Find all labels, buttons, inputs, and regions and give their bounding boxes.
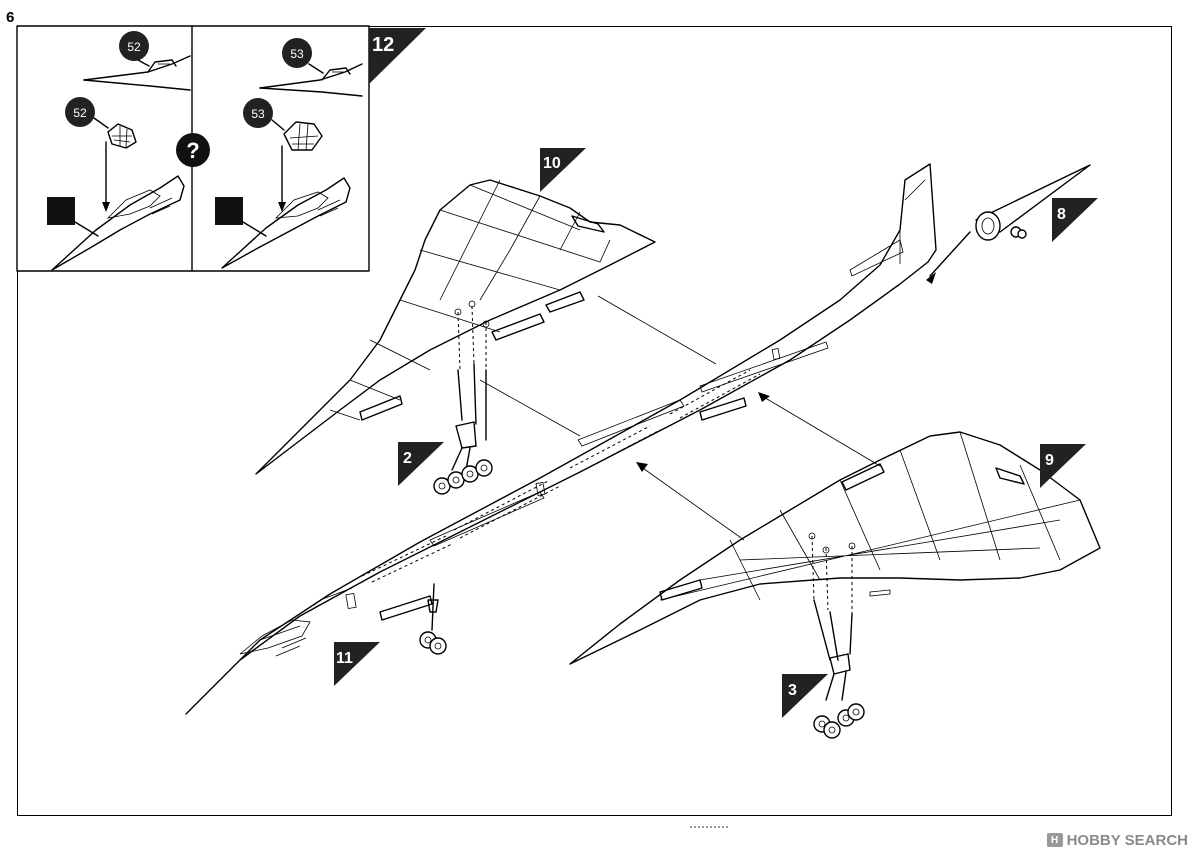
step-9-badge: 9 bbox=[1040, 444, 1086, 488]
option-a: 52 52 ? bbox=[47, 31, 210, 271]
step-11-label: 11 bbox=[336, 650, 353, 667]
step-3-badge: 3 bbox=[782, 674, 828, 718]
right-main-gear bbox=[808, 532, 865, 739]
step-2-label: 2 bbox=[403, 450, 412, 467]
assembly-guides bbox=[479, 295, 881, 541]
step-12-label: 12 bbox=[372, 34, 394, 56]
part-52-nose-label: 52 bbox=[127, 40, 141, 54]
left-wing bbox=[255, 179, 656, 475]
part-53-nose-label: 53 bbox=[290, 47, 304, 61]
step-3-label: 3 bbox=[788, 682, 797, 699]
left-main-gear bbox=[433, 300, 493, 495]
fuselage bbox=[185, 163, 937, 715]
tail-cone bbox=[926, 164, 1091, 284]
step-2-badge: 2 bbox=[398, 442, 444, 486]
watermark: H HOBBY SEARCH bbox=[1046, 829, 1188, 851]
nose-gear bbox=[419, 583, 447, 655]
step-10-badge: 10 bbox=[540, 148, 586, 192]
step-9-label: 9 bbox=[1045, 452, 1054, 469]
step-12-badge: 12 bbox=[369, 28, 426, 84]
step-11-badge: 11 bbox=[334, 642, 380, 686]
hobby-search-logo-icon: H bbox=[1046, 833, 1063, 847]
right-wing bbox=[569, 431, 1101, 665]
part-52-canopy-label: 52 bbox=[73, 106, 87, 120]
crop-mark bbox=[690, 826, 728, 830]
black-square-icon bbox=[215, 197, 243, 225]
svg-text:?: ? bbox=[186, 138, 199, 163]
part-53-canopy-label: 53 bbox=[251, 107, 265, 121]
option-b: 53 53 bbox=[215, 38, 363, 269]
step-8-badge: 8 bbox=[1052, 198, 1098, 242]
watermark-text: HOBBY SEARCH bbox=[1066, 831, 1188, 849]
step-8-label: 8 bbox=[1057, 206, 1066, 223]
step-10-label: 10 bbox=[543, 155, 561, 172]
instruction-frame bbox=[17, 26, 1172, 816]
black-square-icon bbox=[47, 197, 75, 225]
question-mark-icon: ? bbox=[176, 133, 210, 167]
inset-panel: 12 52 52 ? bbox=[16, 25, 426, 272]
